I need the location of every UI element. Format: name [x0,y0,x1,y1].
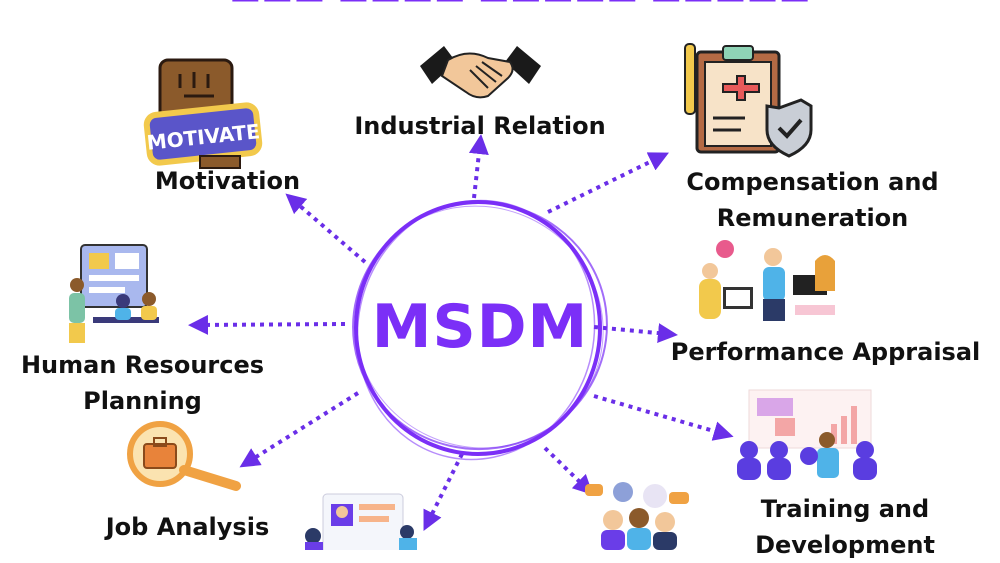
team-presentation-icon [699,240,835,321]
connector-performance [593,323,678,344]
diagram-canvas: ▬▬▬ ▬▬▬▬ ▬▬▬▬▬ ▬▬▬▬▬ MSDM [20,0,981,559]
raised-fist-icon: MOTIVATE [143,58,263,169]
connector-job-analysis [239,391,360,468]
node-training-line2: Development [755,531,935,559]
connector-employees [543,446,594,495]
node-hr-planning-line2: Planning [83,387,202,415]
center-circle [352,199,608,461]
team-planning-board-icon [69,244,159,343]
connector-compensation [547,152,669,214]
node-hr-planning-line1: Human Resources [20,351,265,379]
connector-layer [188,134,734,531]
connector-motivation [285,193,367,264]
profile-documents-icon [305,493,417,550]
title-strip: ▬▬▬ ▬▬▬▬ ▬▬▬▬▬ ▬▬▬▬▬ [150,0,890,8]
magnifier-briefcase-icon [127,421,241,491]
node-compensation-line1: Compensation and [686,168,939,196]
node-compensation-line2: Remuneration [716,204,909,232]
node-performance-appraisal: Performance Appraisal [670,338,981,366]
node-job-analysis: Job Analysis [105,513,270,541]
clipboard-shield-icon [684,43,813,158]
center-label: MSDM [371,292,589,362]
connector-recruitment [423,453,464,531]
audience-presentation-icon [737,389,877,480]
node-motivation: Motivation [154,167,301,195]
connector-training [593,394,734,441]
node-training-line1: Training and [760,495,930,523]
group-people-icon [585,482,689,550]
handshake-icon [420,46,541,99]
node-industrial-relation: Industrial Relation [354,112,606,140]
connector-hr-planning [188,314,346,335]
connector-industrial-relation [468,134,489,199]
